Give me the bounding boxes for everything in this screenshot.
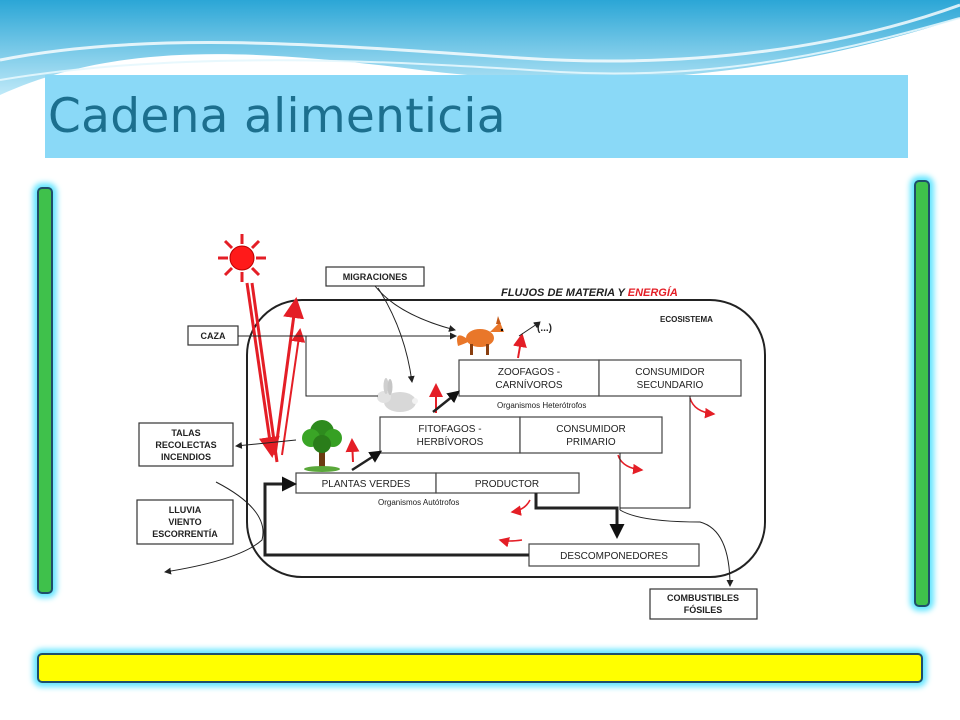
svg-text:INCENDIOS: INCENDIOS	[161, 452, 211, 462]
svg-text:PRIMARIO: PRIMARIO	[566, 437, 616, 448]
consumidor-secundario-box: CONSUMIDOR SECUNDARIO	[598, 359, 742, 397]
talas-box: TALAS RECOLECTAS INCENDIOS	[138, 422, 234, 467]
right-decorative-bar	[914, 180, 930, 607]
ecosystem-label: ECOSISTEMA	[660, 315, 713, 324]
svg-text:LLUVIA: LLUVIA	[169, 505, 202, 515]
productor-box: PRODUCTOR	[435, 472, 580, 494]
energy-arrows	[245, 282, 716, 548]
svg-text:SECUNDARIO: SECUNDARIO	[637, 380, 704, 391]
svg-text:ZOOFAGOS -: ZOOFAGOS -	[498, 367, 560, 378]
svg-text:COMBUSTIBLES: COMBUSTIBLES	[667, 593, 739, 603]
svg-text:MIGRACIONES: MIGRACIONES	[343, 272, 408, 282]
svg-text:CONSUMIDOR: CONSUMIDOR	[635, 367, 704, 378]
fitofagos-box: FITOFAGOS - HERBÍVOROS	[379, 416, 521, 454]
sun-icon	[218, 234, 266, 282]
svg-text:CARNÍVOROS: CARNÍVOROS	[495, 378, 563, 391]
heterotrofos-label: Organismos Heterótrofos	[497, 401, 586, 410]
ellipsis-label: (...)	[537, 323, 552, 334]
svg-text:DESCOMPONEDORES: DESCOMPONEDORES	[560, 551, 668, 562]
svg-text:PRODUCTOR: PRODUCTOR	[475, 479, 539, 490]
ecosystem-boundary	[246, 299, 766, 578]
svg-text:FITOFAGOS -: FITOFAGOS -	[418, 424, 481, 435]
bottom-decorative-bar	[37, 653, 923, 683]
diagram-heading: FLUJOS DE MATERIA Y ENERGÍA	[501, 286, 678, 299]
svg-text:HERBÍVOROS: HERBÍVOROS	[417, 435, 484, 448]
svg-text:PLANTAS VERDES: PLANTAS VERDES	[322, 479, 411, 490]
migraciones-box: MIGRACIONES	[325, 266, 425, 287]
plantas-verdes-box: PLANTAS VERDES	[295, 472, 437, 494]
svg-text:CONSUMIDOR: CONSUMIDOR	[556, 424, 625, 435]
descomponedores-box: DESCOMPONEDORES	[528, 543, 700, 567]
title-bar: Cadena alimenticia	[45, 75, 908, 158]
combustibles-box: COMBUSTIBLES FÓSILES	[649, 588, 758, 620]
svg-text:RECOLECTAS: RECOLECTAS	[155, 440, 216, 450]
svg-text:TALAS: TALAS	[171, 428, 200, 438]
left-decorative-bar	[37, 187, 53, 594]
rabbit-icon	[377, 378, 418, 412]
fox-icon	[457, 316, 504, 355]
svg-text:VIENTO: VIENTO	[168, 517, 201, 527]
autotrofos-label: Organismos Autótrofos	[378, 498, 459, 507]
lluvia-box: LLUVIA VIENTO ESCORRENTÍA	[136, 499, 234, 545]
slide-title: Cadena alimenticia	[48, 89, 506, 144]
svg-text:FÓSILES: FÓSILES	[684, 604, 723, 615]
tree-icon	[302, 420, 342, 472]
svg-text:ESCORRENTÍA: ESCORRENTÍA	[152, 529, 218, 539]
zoofagos-box: ZOOFAGOS - CARNÍVOROS	[458, 359, 600, 397]
caza-box: CAZA	[187, 325, 239, 346]
matter-flow-lines	[164, 285, 734, 587]
consumidor-primario-box: CONSUMIDOR PRIMARIO	[519, 416, 663, 454]
svg-text:CAZA: CAZA	[201, 331, 226, 341]
